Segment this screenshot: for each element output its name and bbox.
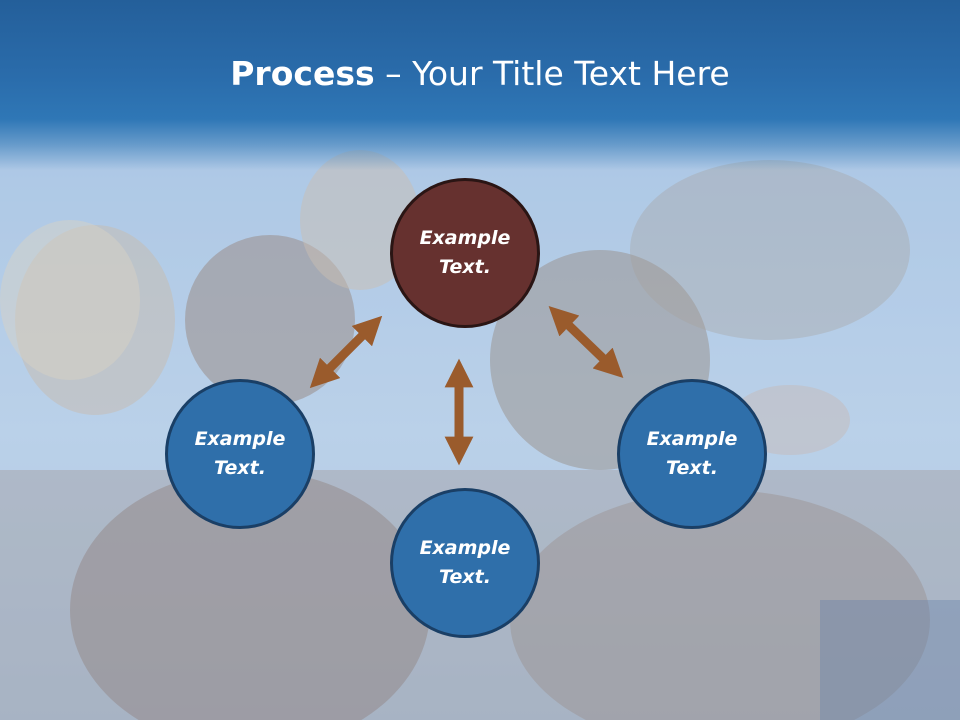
node-text-line1: Example xyxy=(419,227,511,249)
node-text-line1: Example xyxy=(419,537,511,559)
process-node-right[interactable]: Example Text. xyxy=(617,379,767,529)
double-arrow-icon xyxy=(309,315,383,389)
process-node-bottom[interactable]: Example Text. xyxy=(390,488,540,638)
process-node-left[interactable]: Example Text. xyxy=(165,379,315,529)
node-text-line2: Text. xyxy=(214,457,266,479)
node-text-line2: Text. xyxy=(439,256,491,278)
node-text-line2: Text. xyxy=(439,566,491,588)
node-text-line2: Text. xyxy=(666,457,718,479)
slide-title: Process – Your Title Text Here xyxy=(0,50,960,98)
title-rest: – Your Title Text Here xyxy=(374,54,730,93)
double-arrow-icon xyxy=(548,306,624,378)
node-text-line1: Example xyxy=(646,428,738,450)
node-text-line1: Example xyxy=(194,428,286,450)
title-band xyxy=(0,0,960,170)
process-node-top[interactable]: Example Text. xyxy=(390,178,540,328)
title-bold: Process xyxy=(230,54,375,93)
